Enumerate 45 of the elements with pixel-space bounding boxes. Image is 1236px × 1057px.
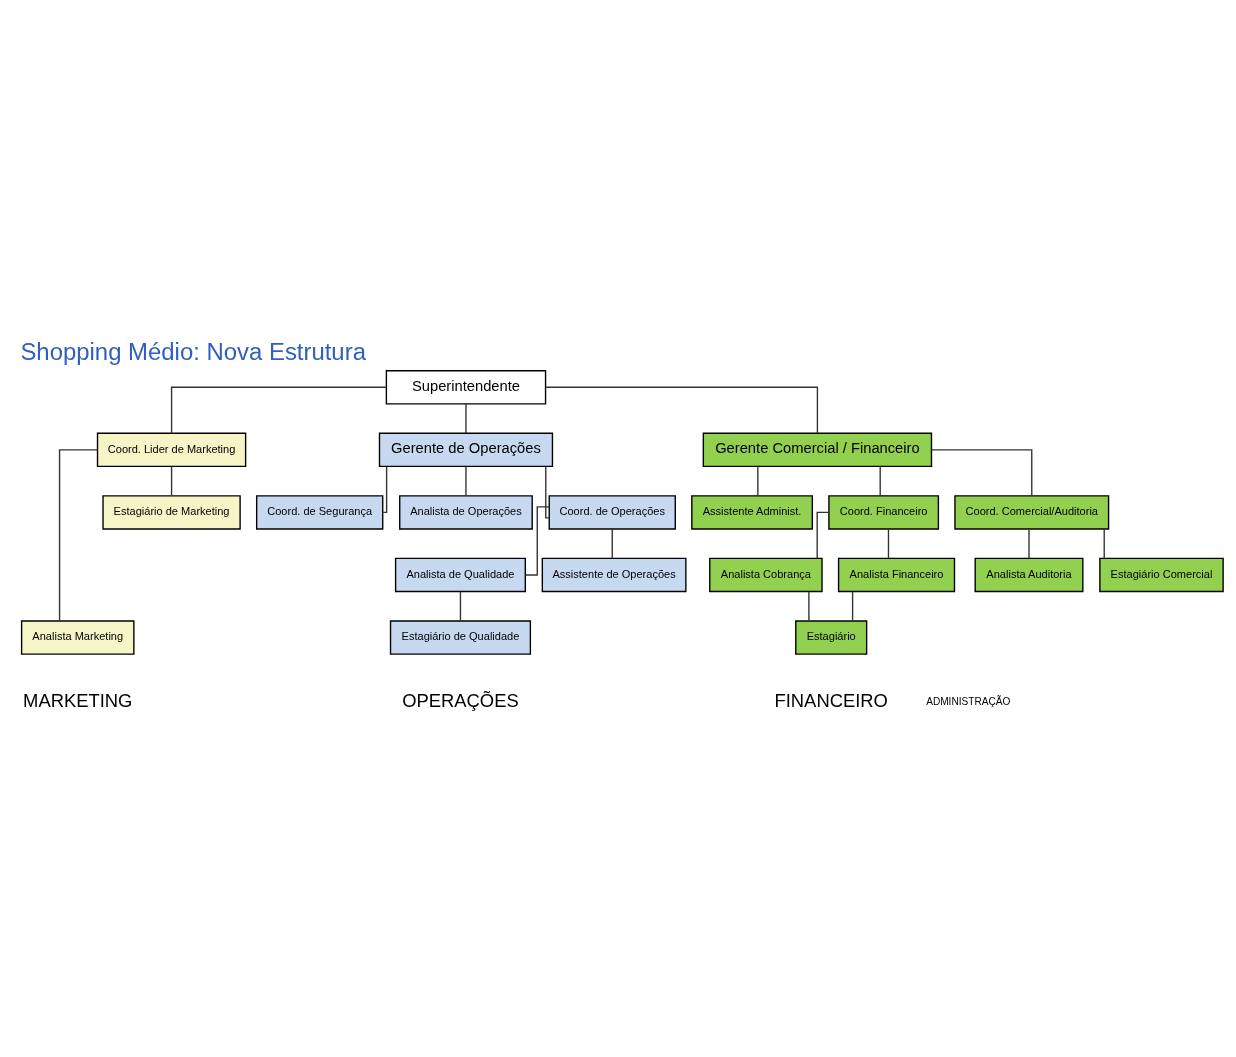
node-box: Coord. Financeiro: [828, 495, 940, 530]
node-box: Analista de Qualidade: [394, 557, 526, 593]
connector: [930, 449, 1033, 497]
node-box: Estagiário: [795, 620, 868, 655]
node-box: Gerente de Operações: [378, 432, 554, 468]
connector: [808, 591, 810, 622]
connector: [1103, 528, 1105, 559]
label: FINANCEIRO: [774, 689, 888, 711]
connector: [757, 465, 759, 497]
node-box: Estagiário de Marketing: [102, 495, 241, 530]
connector: [524, 506, 550, 576]
node-box: Coord. de Operações: [548, 495, 676, 530]
connector: [170, 386, 387, 434]
connector: [170, 465, 173, 497]
label: MARKETING: [23, 689, 133, 711]
connector: [382, 465, 388, 514]
node-box: Gerente Comercial / Financeiro: [702, 432, 933, 468]
node-box: Analista Marketing: [20, 620, 135, 655]
connector: [545, 386, 819, 434]
connector: [887, 528, 890, 559]
connector: [816, 511, 830, 559]
diagram-title: Shopping Médio: Nova Estrutura: [20, 337, 366, 365]
connector: [58, 449, 99, 622]
node-box: Coord. Lider de Marketing: [96, 432, 247, 468]
connector: [879, 465, 881, 497]
connector: [459, 591, 462, 622]
node-box: Coord. Comercial/Auditoria: [954, 495, 1110, 530]
connector: [465, 403, 467, 434]
node-box: Assistente de Operações: [541, 557, 687, 593]
node-box: Superintendente: [385, 370, 547, 405]
node-box: Estagiário Comercial: [1099, 557, 1224, 593]
connector: [851, 591, 854, 622]
connector: [611, 528, 613, 559]
node-box: Analista Auditoria: [974, 557, 1084, 593]
connector: [1028, 528, 1030, 559]
node-box: Analista Cobrança: [709, 557, 823, 593]
connector: [545, 466, 550, 519]
node-box: Analista de Operações: [399, 495, 533, 530]
label: OPERAÇÕES: [402, 689, 519, 711]
node-box: Assistente Administ.: [691, 495, 814, 530]
node-box: Analista Financeiro: [837, 557, 956, 593]
node-box: Estagiário de Qualidade: [389, 620, 532, 655]
label: ADMINISTRAÇÃO: [926, 695, 1011, 707]
node-box: Coord. de Segurança: [256, 495, 384, 530]
connector: [465, 465, 467, 497]
